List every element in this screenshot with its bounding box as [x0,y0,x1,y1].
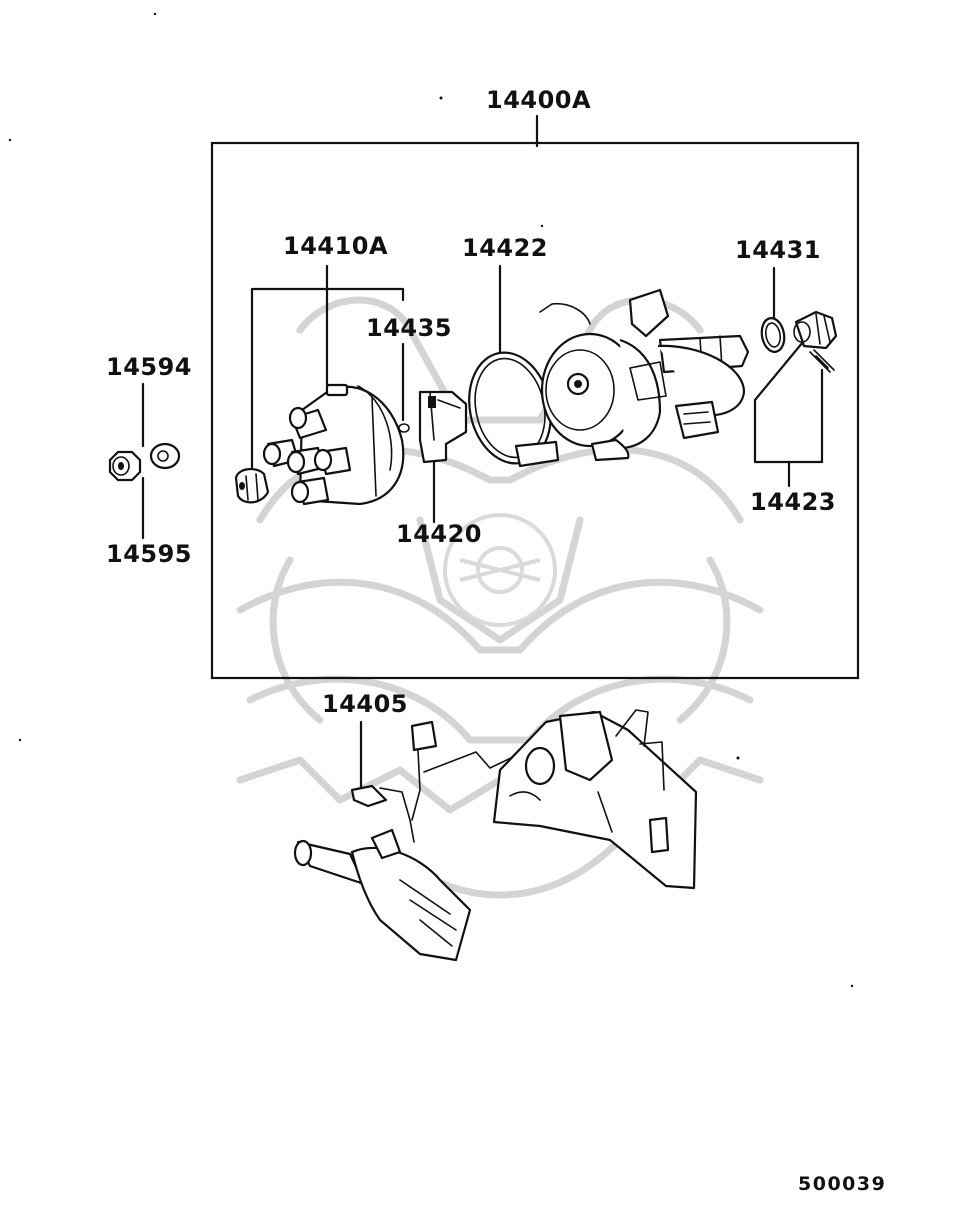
cap-boot-part [234,468,270,504]
label-14422: 14422 [462,234,548,262]
label-14420: 14420 [396,520,482,548]
label-14431: 14431 [735,236,821,264]
label-14400a: 14400A [486,86,591,114]
nut-part [108,450,142,482]
engine-block-part [492,709,698,890]
label-14410a: 14410A [283,232,388,260]
installed-distributor-part [293,743,541,962]
label-14423: 14423 [750,488,836,516]
washer-part [149,442,181,470]
reference-number: 500039 [798,1173,886,1195]
leader-lines [141,264,824,792]
scan-speckles [8,12,854,988]
drive-gear-part [793,310,838,373]
label-14405: 14405 [322,690,408,718]
o-ring-large-part [468,351,560,468]
label-14435: 14435 [366,314,452,342]
assembly-frame [210,141,860,680]
bracket-part [350,720,438,843]
rotor-part [418,390,468,464]
o-ring-small-part [760,317,786,353]
distributor-cap-part [262,383,410,506]
label-14594: 14594 [106,353,192,381]
distributor-housing-part [539,288,750,462]
label-14595: 14595 [106,540,192,568]
